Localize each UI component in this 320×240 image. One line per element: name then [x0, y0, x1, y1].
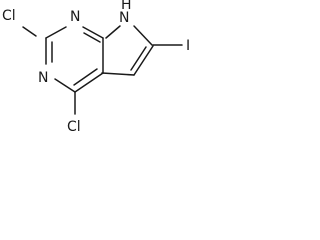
bond-c4a-c4-double: [73, 68, 98, 86]
atom-h: H: [121, 0, 132, 13]
bond-n7-c6: [133, 25, 153, 46]
atom-cl-top: Cl: [2, 8, 16, 24]
atom-iodine: I: [186, 38, 190, 54]
bond-c2-n3: [45, 26, 67, 39]
bonds: [22, 25, 183, 115]
bond-c4-n1: [54, 78, 76, 93]
atom-n-h: N: [119, 10, 129, 26]
bond-c6-c5-double: [130, 46, 147, 71]
bond-c7a-n7: [105, 25, 121, 39]
atom-n-top: N: [70, 9, 80, 25]
atom-labels: Cl N N H N I Cl: [2, 0, 190, 135]
chemical-structure: Cl N N H N I Cl: [2, 0, 190, 135]
bond-c5-c4a: [101, 72, 135, 76]
bond-c4a-c4: [74, 72, 104, 93]
atom-cl-bottom: Cl: [67, 119, 81, 135]
atom-n-left: N: [38, 70, 48, 86]
bond-n3-c7a: [82, 26, 104, 39]
bond-n3-c7a-double: [83, 32, 101, 43]
bond-c6-c5: [133, 45, 154, 76]
bond-cl-c2: [22, 26, 37, 37]
